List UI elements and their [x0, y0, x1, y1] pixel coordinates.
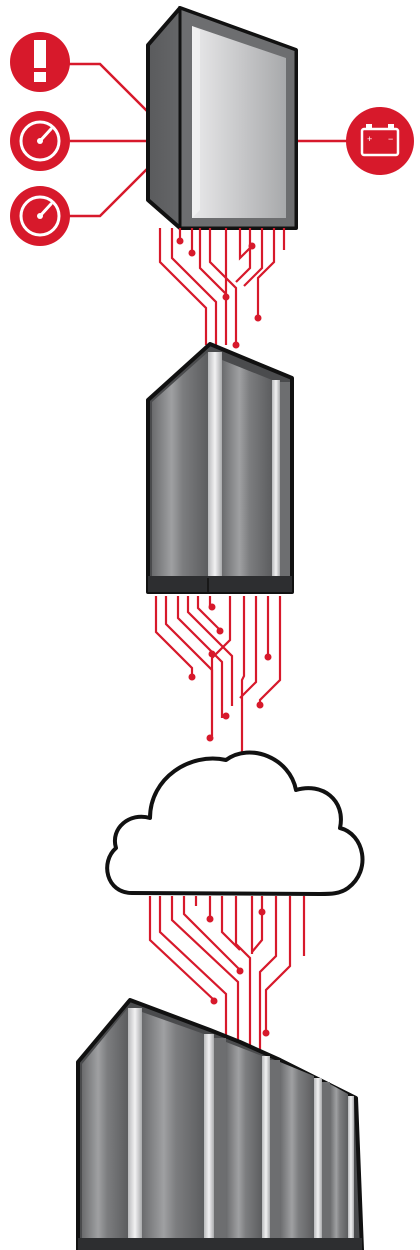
top-circuit-nodes [176, 237, 262, 349]
battery-minus-label: − [388, 134, 393, 144]
top-device: + − [10, 5, 414, 349]
battery-icon: + − [346, 107, 414, 175]
gauge-icon [10, 111, 70, 171]
middle-circuit-nodes [188, 603, 272, 742]
battery-plus-label: + [367, 134, 372, 144]
server-farm [76, 998, 364, 1250]
cloud-circuit-traces [148, 896, 306, 1056]
gauge-icon [10, 186, 70, 246]
exclamation-icon [10, 32, 70, 92]
top-device-connectors [68, 62, 348, 218]
middle-server [146, 342, 294, 594]
middle-circuit-traces [154, 596, 282, 755]
top-device-body [146, 5, 298, 230]
top-circuit-traces [158, 228, 286, 345]
cloud-icon [105, 750, 365, 896]
cloud-circuit-nodes [206, 908, 270, 1037]
